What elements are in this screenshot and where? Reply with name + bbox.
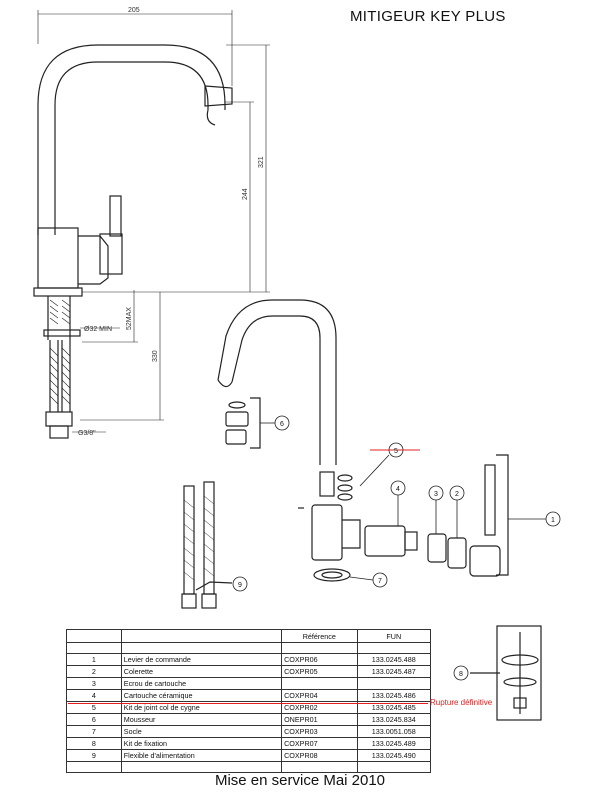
dim-thread: G3/8" xyxy=(78,430,96,437)
discontinued-note: Rupture définitive xyxy=(430,698,493,707)
cell-number: 1 xyxy=(66,653,122,666)
table-row xyxy=(66,642,432,654)
callout-3: 3 xyxy=(434,491,438,498)
cell-reference: COXPR06 xyxy=(281,653,358,666)
callout-9: 9 xyxy=(238,582,242,589)
callout-5: 5 xyxy=(394,448,398,455)
cell-number: 2 xyxy=(66,665,122,678)
callout-1: 1 xyxy=(551,517,555,524)
cell-reference: COXPR07 xyxy=(281,737,358,750)
faucet-elevation xyxy=(33,44,233,439)
cell-description: Kit de fixation xyxy=(120,737,283,750)
cell-fun: 133.0051.058 xyxy=(356,725,432,738)
cell-number: 9 xyxy=(66,749,122,762)
cell-description: Flexible d'alimentation xyxy=(120,749,283,762)
callout-7: 7 xyxy=(378,578,382,585)
cell-description: Ecrou de cartouche xyxy=(120,677,283,690)
cell-fun: 133.0245.487 xyxy=(356,665,432,678)
cell-reference: COXPR03 xyxy=(281,725,358,738)
dim-width: 205 xyxy=(128,7,140,14)
cell-fun: 133.0245.489 xyxy=(356,737,432,750)
callout-circles xyxy=(232,415,561,681)
footer-text: Mise en service Mai 2010 xyxy=(214,772,386,789)
cell-reference: COXPR05 xyxy=(281,665,358,678)
cell-number: 7 xyxy=(66,725,122,738)
dim-hose-length: 330 xyxy=(152,350,159,362)
hose-hatching-exploded xyxy=(183,495,215,581)
cell-fun: 133.0245.834 xyxy=(356,713,432,726)
dimension-lines xyxy=(37,10,270,433)
cell-reference xyxy=(281,677,358,690)
cell-description: Cartouche céramique xyxy=(120,689,283,702)
dim-sink-thickness: 52MAX xyxy=(126,307,133,330)
cell-description: Colerette xyxy=(120,665,283,678)
cell-fun: 133.0245.486 xyxy=(356,689,432,702)
dim-spout-height: 244 xyxy=(242,188,249,200)
cell-description: Socle xyxy=(120,725,283,738)
callout-4: 4 xyxy=(396,486,400,493)
callout-2: 2 xyxy=(455,491,459,498)
cell-fun xyxy=(356,677,432,690)
callout-6: 6 xyxy=(280,421,284,428)
table-header-reference: Référence xyxy=(281,629,358,643)
hose-hatching xyxy=(49,299,71,405)
cell-reference: COXPR04 xyxy=(281,689,358,702)
table-header xyxy=(120,629,283,643)
dim-total-height: 321 xyxy=(258,156,265,168)
cell-number: 3 xyxy=(66,677,122,690)
cell-reference: ONEPR01 xyxy=(281,713,358,726)
cell-reference: COXPR08 xyxy=(281,749,358,762)
cell-number: 4 xyxy=(66,689,122,702)
table-header-fun: FUN xyxy=(356,629,432,643)
cell-number: 8 xyxy=(66,737,122,750)
strike-through-line xyxy=(68,703,428,704)
table-header-row: Référence FUN xyxy=(66,629,432,643)
table-row xyxy=(66,761,432,773)
callout-8: 8 xyxy=(459,671,463,678)
page-title: MITIGEUR KEY PLUS xyxy=(350,8,506,25)
cell-description: Levier de commande xyxy=(120,653,283,666)
table-header xyxy=(66,629,122,643)
cell-description: Mousseur xyxy=(120,713,283,726)
cell-fun: 133.0245.490 xyxy=(356,749,432,762)
cell-number: 6 xyxy=(66,713,122,726)
dim-hole: Ø32 MIN xyxy=(84,326,112,333)
exploded-view xyxy=(181,299,542,721)
cell-fun: 133.0245.488 xyxy=(356,653,432,666)
